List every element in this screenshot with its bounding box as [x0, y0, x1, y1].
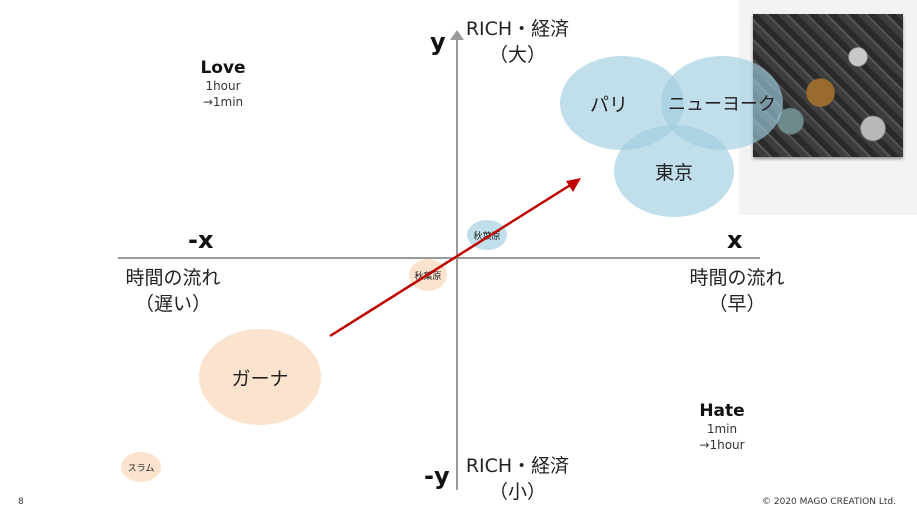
- y-top-label-line1: RICH・経済: [465, 18, 570, 40]
- bubble-newyork-label: ニューヨーク: [668, 94, 776, 115]
- love-note: Love 1hour →1min: [185, 58, 261, 110]
- page-number: 8: [18, 497, 24, 507]
- x-left-label: 時間の流れ （遅い）: [114, 265, 232, 317]
- x-axis-line: [118, 257, 760, 259]
- neg-y-axis-letter: -y: [424, 462, 450, 490]
- y-bottom-label-line2: （小）: [488, 481, 546, 503]
- bubble-slum: スラム: [121, 452, 161, 482]
- y-bottom-label-line1: RICH・経済: [465, 455, 570, 477]
- y-bottom-label: RICH・経済 （小）: [455, 453, 580, 505]
- copyright: © 2020 MAGO CREATION Ltd.: [762, 497, 896, 507]
- hate-note: Hate 1min →1hour: [684, 401, 760, 453]
- hate-line2: →1hour: [699, 438, 745, 452]
- y-top-label: RICH・経済 （大）: [455, 16, 580, 68]
- love-line2: →1min: [202, 95, 244, 109]
- y-axis-letter: y: [430, 28, 446, 56]
- love-line1: 1hour: [205, 79, 241, 93]
- bubble-ghana: ガーナ: [199, 329, 321, 425]
- y-axis-arrowhead: [450, 30, 464, 40]
- x-left-label-line2: （遅い）: [134, 293, 211, 315]
- bubble-tokyo-label: 東京: [654, 161, 693, 184]
- x-right-label-line1: 時間の流れ: [689, 267, 785, 289]
- bubble-slum-label: スラム: [127, 463, 155, 474]
- hate-line1: 1min: [706, 422, 738, 436]
- bubble-ghana-label: ガーナ: [231, 367, 289, 390]
- bubble-tokyo: 東京: [614, 125, 734, 217]
- trend-arrow-line: [329, 182, 573, 338]
- x-left-label-line1: 時間の流れ: [125, 267, 221, 289]
- y-axis-line: [456, 38, 458, 490]
- bubble-paris-label: パリ: [589, 93, 628, 116]
- y-top-label-line2: （大）: [488, 44, 546, 66]
- hate-title: Hate: [699, 401, 745, 421]
- x-axis-letter: x: [727, 226, 743, 254]
- love-title: Love: [200, 58, 246, 78]
- x-right-label: 時間の流れ （早）: [678, 265, 796, 317]
- neg-x-axis-letter: -x: [188, 226, 214, 254]
- trend-arrow-head: [566, 178, 581, 192]
- x-right-label-line2: （早）: [708, 293, 766, 315]
- bubble-akihabara-orange-label: 秋葉原: [414, 271, 442, 282]
